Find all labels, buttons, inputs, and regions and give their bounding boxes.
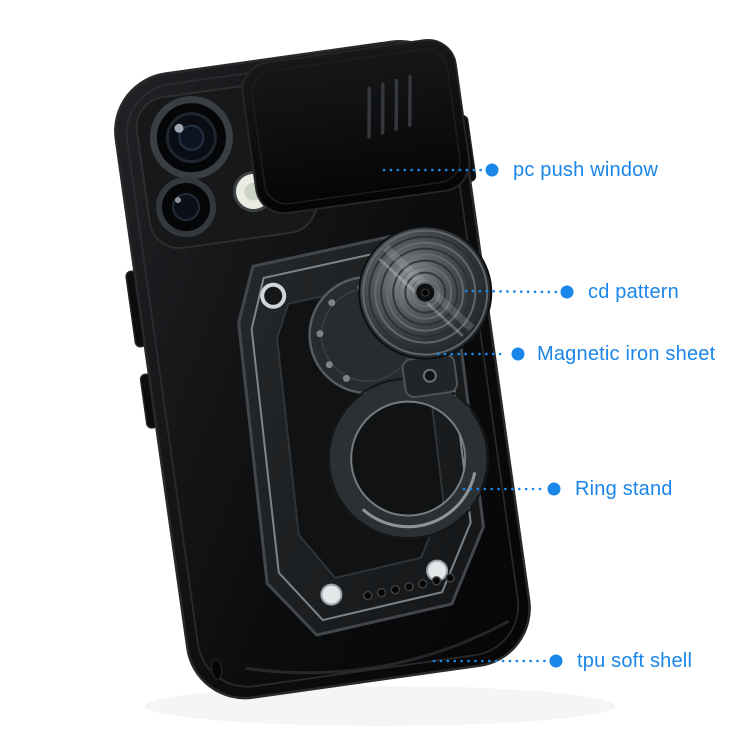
phone-case <box>114 39 531 700</box>
callout-label-cd-pattern: cd pattern <box>588 281 679 303</box>
slide-cover-panel <box>241 39 471 215</box>
tpu-shell-bottom-sheen <box>245 619 510 675</box>
callout-label-tpu-soft-shell: tpu soft shell <box>577 650 693 672</box>
callout-dot-pc-push-window <box>485 163 499 177</box>
slide-cover-grip-lines <box>367 74 412 139</box>
callout-label-pc-push-window: pc push window <box>513 159 659 181</box>
ring-inner-edge <box>350 400 467 517</box>
camera-lens-main-glass <box>178 124 205 151</box>
callout-label-ring-stand: Ring stand <box>575 478 673 500</box>
slide-cover-push-window <box>241 39 471 215</box>
plate-eyelet-top-left <box>260 282 287 309</box>
lens-specular-highlight-2 <box>174 197 181 204</box>
cd-grooves <box>362 229 489 356</box>
ground-shadow <box>145 686 615 726</box>
lens-specular-highlight <box>174 123 184 133</box>
callout-label-magnetic-iron-sheet: Magnetic iron sheet <box>537 343 716 365</box>
ring-outer-edge <box>327 377 490 540</box>
callout-dot-cd-pattern <box>560 285 574 299</box>
hinge-pin <box>422 368 437 383</box>
callout-line-cd-pattern <box>464 289 558 294</box>
cd-center-hole <box>421 288 430 297</box>
callout-dot-ring-stand <box>547 482 561 496</box>
callout-dot-magnetic-iron-sheet <box>511 347 525 361</box>
speaker-holes <box>363 573 455 601</box>
ring-highlight <box>361 472 477 529</box>
callout-lines-layer <box>382 163 574 668</box>
plate-screw-bottom-left <box>320 583 343 606</box>
ring-stand <box>327 377 490 540</box>
callout-dot-tpu-soft-shell <box>549 654 563 668</box>
ring-hinge <box>401 353 459 399</box>
cd-pattern-disc <box>358 225 493 360</box>
slide-cover-inner-edge <box>251 48 461 205</box>
lanyard-hole <box>210 658 223 680</box>
